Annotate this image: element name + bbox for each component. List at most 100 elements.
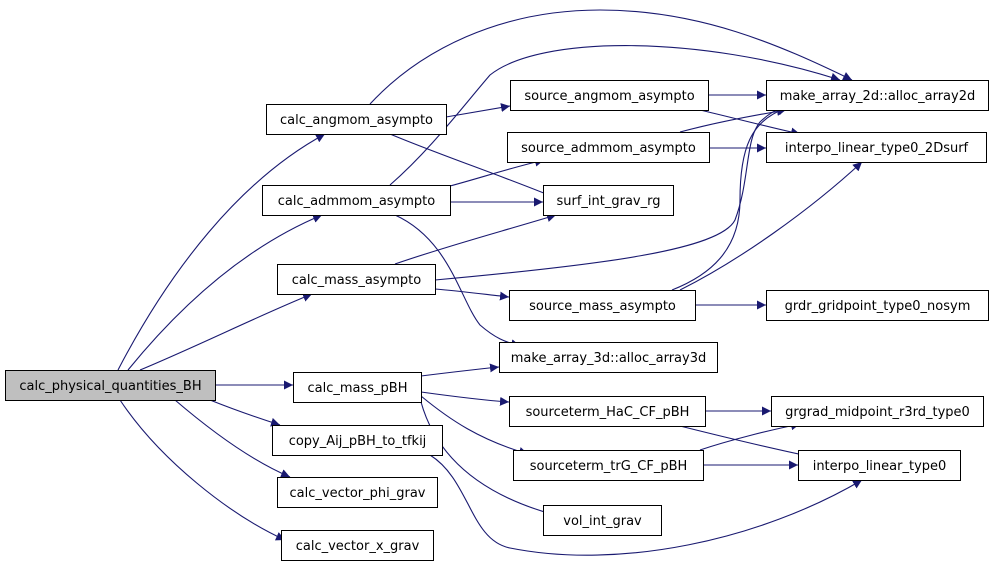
node-src-mass[interactable]: source_mass_asympto (509, 290, 696, 321)
node-angmom[interactable]: calc_angmom_asympto (266, 104, 447, 135)
node-label: interpo_linear_type0_2Dsurf (785, 141, 969, 156)
node-arr3d[interactable]: make_array_3d::alloc_array3d (499, 342, 718, 373)
node-copy[interactable]: copy_Aij_pBH_to_tfkij (272, 425, 443, 456)
node-label: source_admmom_asympto (521, 141, 696, 156)
node-vol[interactable]: vol_int_grav (543, 505, 662, 536)
node-hac[interactable]: sourceterm_HaC_CF_pBH (509, 396, 706, 427)
edge-admmom-to-arr3d (394, 214, 521, 349)
edge-arrow (429, 454, 863, 556)
edge-copy-to-interp0 (429, 454, 863, 556)
edge-arrow (209, 399, 281, 427)
edge-arrow (389, 45, 841, 186)
node-masspbh[interactable]: calc_mass_pBH (293, 372, 422, 403)
edge-masspbh-to-hac (420, 391, 510, 406)
edge-arrow (679, 107, 787, 133)
node-label: vol_int_grav (563, 514, 642, 529)
node-arr2d[interactable]: make_array_2d::alloc_array2d (766, 80, 989, 111)
node-interp0[interactable]: interpo_linear_type0 (798, 450, 961, 481)
node-interp2d[interactable]: interpo_linear_type0_2Dsurf (766, 132, 987, 163)
edge-arrow (119, 399, 286, 541)
node-label: make_array_2d::alloc_array2d (780, 89, 975, 104)
node-box (543, 185, 674, 216)
edge-src_ang-to-interp2d (699, 109, 801, 137)
edge-arrow (420, 395, 529, 456)
node-trg[interactable]: sourceterm_trG_CF_pBH (513, 450, 704, 481)
node-box (499, 342, 718, 373)
edge-arrow (434, 288, 510, 301)
edge-arrow (117, 133, 326, 371)
edge-arrow (420, 363, 500, 377)
node-grgrad[interactable]: grgrad_midpoint_r3rd_type0 (771, 396, 984, 427)
node-box (509, 396, 706, 427)
nodes-layer: calc_physical_quantities_BH calc_angmom_a… (5, 80, 989, 561)
edge-masspbh-to-vol (420, 401, 556, 517)
node-label: calc_angmom_asympto (280, 113, 433, 128)
edge-angmom-to-surf (389, 133, 557, 199)
node-box (277, 477, 438, 508)
edge-masspbh-to-trg (420, 395, 529, 456)
node-label: source_mass_asympto (529, 299, 676, 314)
node-label: copy_Aij_pBH_to_tfkij (289, 434, 427, 449)
node-admmom[interactable]: calc_admmom_asympto (262, 185, 451, 216)
node-grdr[interactable]: grdr_gridpoint_type0_nosym (766, 290, 989, 321)
edge-admmom-to-src_adm (449, 157, 545, 187)
edge-root-to-xgrav (119, 399, 286, 541)
edge-root-to-mass (139, 293, 313, 371)
edge-root-to-copy (209, 399, 281, 427)
node-label: calc_physical_quantities_BH (19, 379, 201, 394)
edge-root-to-angmom (117, 133, 326, 371)
node-box (281, 530, 434, 561)
edge-arrow (394, 214, 521, 349)
node-mass[interactable]: calc_mass_asympto (277, 264, 436, 295)
node-box (513, 450, 704, 481)
node-label: calc_vector_x_grav (296, 539, 420, 554)
edge-arrow (679, 425, 809, 459)
edge-arrow (671, 106, 788, 291)
node-box (277, 264, 436, 295)
edge-mass-to-arr2d (434, 104, 787, 281)
node-surf[interactable]: surf_int_grav_rg (543, 185, 674, 216)
node-label: grdr_gridpoint_type0_nosym (785, 299, 971, 314)
node-box (272, 425, 443, 456)
edge-arrow (420, 391, 510, 406)
node-box (5, 370, 216, 401)
edge-arrow (420, 401, 556, 517)
node-box (509, 290, 696, 321)
node-box (771, 396, 984, 427)
edge-arrow (369, 9, 853, 105)
node-box (266, 104, 447, 135)
edge-arrow (449, 157, 545, 187)
edge-root-to-admmom (127, 214, 323, 371)
node-src-ang[interactable]: source_angmom_asympto (510, 80, 709, 111)
node-box (766, 132, 987, 163)
node-label: sourceterm_HaC_CF_pBH (526, 405, 690, 420)
node-box (510, 80, 709, 111)
edge-arrow (389, 133, 557, 199)
node-box (293, 372, 422, 403)
node-box (262, 185, 451, 216)
edge-arrow (699, 421, 801, 451)
edge-masspbh-to-arr3d (420, 363, 500, 377)
node-label: source_angmom_asympto (524, 89, 694, 104)
edge-arrow (174, 399, 291, 478)
edge-src_mass-to-interp2d (679, 161, 863, 291)
edge-admmom-to-arr2d (389, 45, 841, 186)
node-label: make_array_3d::alloc_array3d (511, 351, 706, 366)
node-label: calc_vector_phi_grav (290, 486, 426, 501)
edge-arrow (394, 213, 557, 265)
node-xgrav[interactable]: calc_vector_x_grav (281, 530, 434, 561)
node-src-adm[interactable]: source_admmom_asympto (507, 132, 710, 163)
node-root[interactable]: calc_physical_quantities_BH (5, 370, 216, 401)
node-phi[interactable]: calc_vector_phi_grav (277, 477, 438, 508)
edge-arrow (434, 104, 787, 281)
edge-arrow (679, 161, 863, 291)
node-label: calc_mass_asympto (292, 273, 421, 288)
edge-arrow (139, 293, 313, 371)
node-label: grgrad_midpoint_r3rd_type0 (785, 405, 970, 420)
node-box (766, 80, 989, 111)
edge-angmom-to-arr2d (369, 9, 853, 105)
node-label: sourceterm_trG_CF_pBH (530, 459, 688, 474)
node-box (798, 450, 961, 481)
node-label: surf_int_grav_rg (556, 194, 660, 209)
edges-layer (117, 9, 863, 556)
